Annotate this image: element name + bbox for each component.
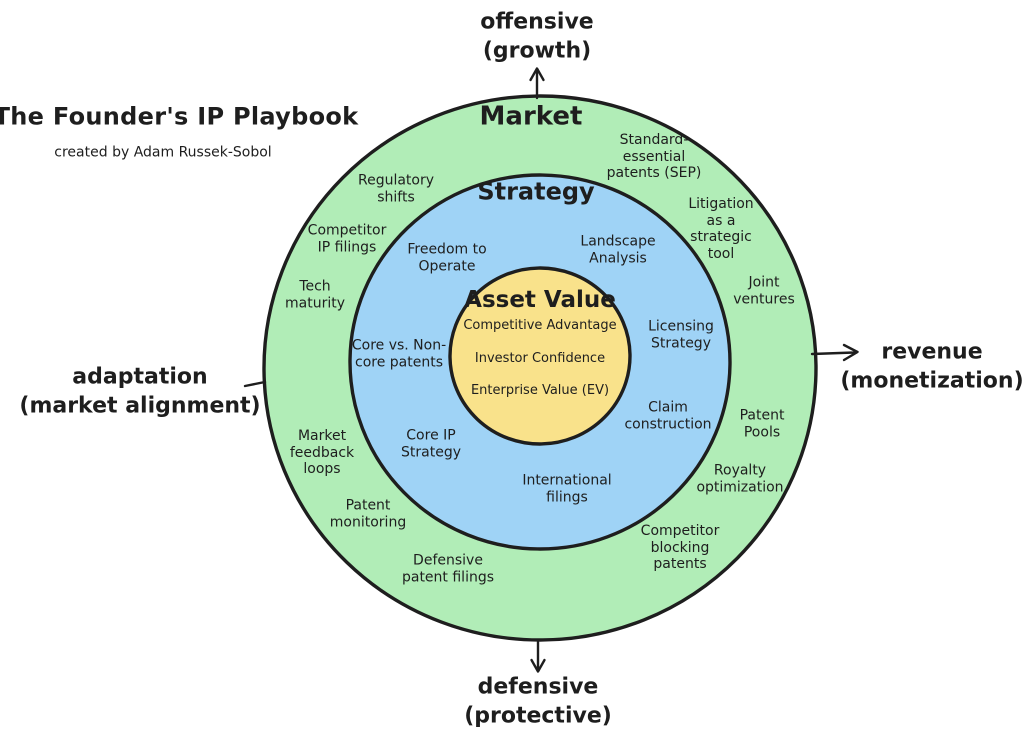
strategy-item-freedom-to-operate: Freedom to Operate [407, 241, 487, 274]
strategy-item-core-ip-strategy: Core IP Strategy [401, 427, 461, 460]
down-arrow [530, 640, 546, 673]
axis-label-bottom: defensive (protective) [464, 674, 612, 728]
page-title: The Founder's IP Playbook [0, 102, 359, 131]
axis-label-top: offensive (growth) [480, 9, 594, 63]
ring-name-market: Market [479, 101, 583, 132]
asset-value-circle [448, 266, 632, 446]
asset-item-investor-confidence: Investor Confidence [474, 351, 606, 367]
market-item-litigation-strategic-tool: Litigation as a strategic tool [688, 195, 754, 262]
ring-name-strategy: Strategy [477, 177, 595, 206]
axis-label-left: adaptation (market alignment) [19, 364, 261, 418]
asset-item-competitive-advantage: Competitive Advantage [463, 318, 617, 334]
market-item-tech-maturity: Tech maturity [285, 278, 345, 311]
ring-name-asset-value: Asset Value [464, 287, 616, 314]
up-arrow [529, 67, 545, 100]
right-arrow [810, 343, 859, 362]
market-item-competitor-blocking-patents: Competitor blocking patents [640, 523, 720, 573]
market-item-patent-monitoring: Patent monitoring [329, 497, 407, 530]
asset-item-enterprise-value: Enterprise Value (EV) [470, 383, 610, 399]
strategy-item-claim-construction: Claim construction [624, 399, 712, 432]
strategy-item-landscape-analysis: Landscape Analysis [580, 233, 656, 266]
strategy-item-core-vs-noncore-patents: Core vs. Non- core patents [351, 337, 447, 370]
market-item-competitor-ip-filings: Competitor IP filings [307, 222, 387, 255]
strategy-item-licensing-strategy: Licensing Strategy [648, 318, 714, 351]
page-subtitle: created by Adam Russek-Sobol [54, 144, 272, 161]
market-item-defensive-patent-filings: Defensive patent filings [401, 552, 495, 585]
market-item-market-feedback-loops: Market feedback loops [289, 428, 355, 478]
market-item-royalty-optimization: Royalty optimization [696, 462, 784, 495]
left-connector-line [243, 380, 267, 388]
axis-label-right: revenue (monetization) [840, 339, 1024, 393]
strategy-item-international-filings: International filings [522, 472, 612, 505]
market-item-joint-ventures: Joint ventures [733, 274, 795, 307]
market-item-standard-essential-patents: Standard- essential patents (SEP) [606, 132, 702, 182]
market-item-regulatory-shifts: Regulatory shifts [357, 172, 435, 205]
market-item-patent-pools: Patent Pools [739, 407, 785, 440]
